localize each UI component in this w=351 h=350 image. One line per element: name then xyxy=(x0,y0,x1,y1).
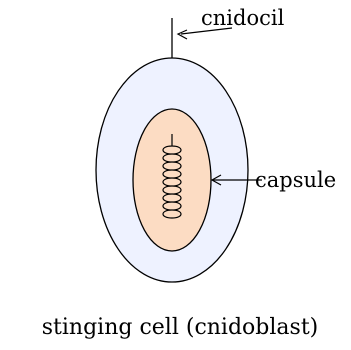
cnidocil-arrow-line xyxy=(180,27,233,35)
capsule-label: capsule xyxy=(255,168,336,192)
coiled-thread xyxy=(162,134,182,219)
capsule-shape xyxy=(132,108,212,252)
capsule-arrowhead xyxy=(210,174,222,186)
cnidocil-label: cnidocil xyxy=(201,6,285,30)
cnidocil-arrowhead xyxy=(176,29,188,40)
diagram-caption: stinging cell (cnidoblast) xyxy=(42,315,319,340)
